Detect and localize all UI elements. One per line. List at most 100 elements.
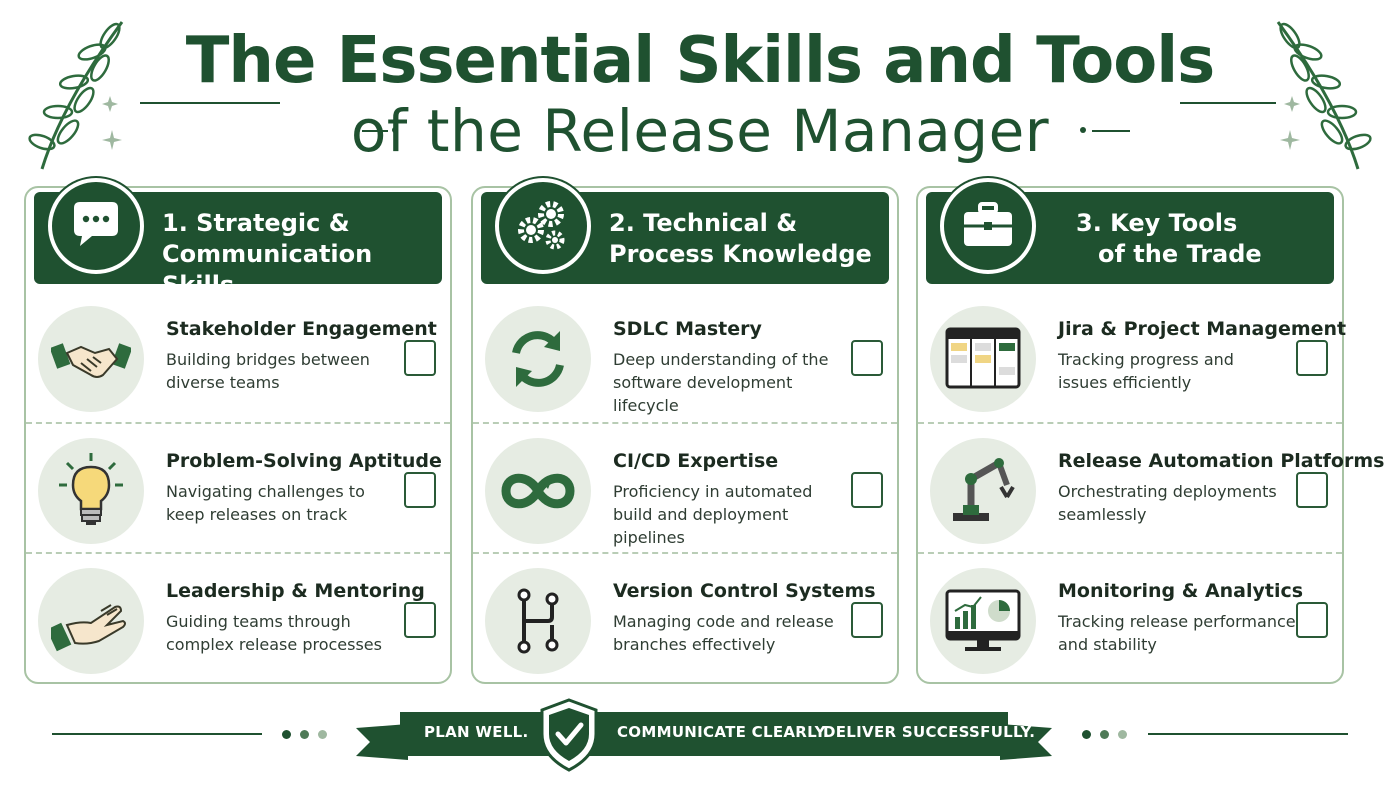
item-description-line: and stability [1058,635,1157,654]
item-description-line: Tracking release performance [1058,612,1296,631]
slogan-ribbon: PLAN WELL. COMMUNICATE CLEARLY. DELIVER … [356,698,1052,772]
page-title: The Essential Skills and Tools [185,24,1216,98]
item-description-line: Navigating challenges to [166,482,365,501]
item-description: Deep understanding of the software devel… [613,348,853,417]
speech-bubble-icon [48,178,144,274]
cycle-arrows-icon [485,306,591,412]
item-description-line: complex release processes [166,635,382,654]
title-dot [392,127,398,133]
footer-dot [282,730,291,739]
list-item: Release Automation Platforms Orchestrati… [918,422,1384,554]
item-description-line: Tracking progress and [1058,350,1234,369]
item-title: Release Automation Platforms [1058,450,1385,472]
footer-divider [52,733,262,735]
panel-heading-line: of the Trade [1098,240,1262,268]
checkbox[interactable] [851,602,883,638]
title-divider [362,130,388,132]
left-laurel-icon [28,21,124,170]
checkbox[interactable] [1296,602,1328,638]
item-description-line: seamlessly [1058,505,1147,524]
title-dot [1080,127,1086,133]
item-description: Building bridges between diverse teams [166,348,386,394]
list-item: Problem-Solving Aptitude Navigating chal… [26,422,450,554]
panel-heading-line: 1. Strategic & [162,209,350,237]
kanban-board-icon [930,306,1036,412]
footer-dot [318,730,327,739]
panel-technical-process: 2. Technical & Process Knowledge SDLC Ma… [471,178,899,684]
item-title: Version Control Systems [613,580,876,602]
item-description: Guiding teams through complex release pr… [166,610,386,656]
item-title: Leadership & Mentoring [166,580,425,602]
lightbulb-icon [38,438,144,544]
item-description-line: Managing code and release [613,612,834,631]
item-description-line: branches effectively [613,635,776,654]
ribbon-tail-right [1000,724,1052,760]
item-description-line: Proficiency in automated [613,482,813,501]
item-description-line: Guiding teams through [166,612,351,631]
item-description: Orchestrating deployments seamlessly [1058,480,1278,526]
footer-divider [1148,733,1348,735]
git-branch-icon [485,568,591,674]
page-subtitle: of the Release Manager [350,97,1050,165]
robot-arm-icon [930,438,1036,544]
ribbon-tail-left [356,724,408,760]
item-description: Navigating challenges to keep releases o… [166,480,386,526]
shield-check-icon [540,698,598,772]
item-description-line: build and deployment pipelines [613,505,789,547]
panel-key-tools: 3. Key Tools of the Trade [916,178,1384,684]
item-description-line: Orchestrating deployments [1058,482,1277,501]
panel-heading-line: Process Knowledge [609,240,872,268]
checkbox[interactable] [404,602,436,638]
item-description-line: diverse teams [166,373,280,392]
checkbox[interactable] [404,340,436,376]
item-description-line: issues efficiently [1058,373,1192,392]
item-title: Problem-Solving Aptitude [166,450,442,472]
list-item: Version Control Systems Managing code an… [473,552,897,684]
infinity-loop-icon [485,438,591,544]
panel-heading: 3. Key Tools of the Trade [1076,208,1356,270]
footer-dot [300,730,309,739]
item-description-line: software development lifecycle [613,373,793,415]
item-title: Stakeholder Engagement [166,318,437,340]
item-description-line: Deep understanding of the [613,350,829,369]
panel-heading-line: 3. Key Tools [1076,209,1238,237]
toolbox-icon [940,178,1036,274]
title-divider [1180,102,1276,104]
item-title: CI/CD Expertise [613,450,779,472]
item-description-line: keep releases on track [166,505,348,524]
footer-dot [1082,730,1091,739]
item-description: Proficiency in automated build and deplo… [613,480,853,549]
item-title: SDLC Mastery [613,318,762,340]
gears-icon [495,178,591,274]
panel-heading: 2. Technical & Process Knowledge [609,208,889,270]
title-divider [1092,130,1130,132]
panel-heading: 1. Strategic & Communication Skills [162,208,442,301]
footer-dot [1100,730,1109,739]
list-item: Monitoring & Analytics Tracking release … [918,552,1342,684]
checkbox[interactable] [1296,340,1328,376]
list-item: Leadership & Mentoring Guiding teams thr… [26,552,450,684]
ribbon-band: PLAN WELL. COMMUNICATE CLEARLY. DELIVER … [400,712,1035,756]
item-description: Tracking progress and issues efficiently [1058,348,1278,394]
item-description-line: Building bridges between [166,350,370,369]
title-divider [140,102,280,104]
monitor-chart-icon [930,568,1036,674]
item-description: Managing code and release branches effec… [613,610,853,656]
sparkle-icon [102,96,122,150]
slogan-text: COMMUNICATE CLEARLY. [617,723,830,741]
slogan-text: PLAN WELL. [424,723,529,741]
footer-dot [1118,730,1127,739]
list-item: SDLC Mastery Deep understanding of the s… [473,292,897,422]
checkbox[interactable] [851,472,883,508]
handshake-icon [38,306,144,412]
panel-strategic-communication: 1. Strategic & Communication Skills Stak… [24,178,452,684]
item-title: Monitoring & Analytics [1058,580,1304,602]
slogan-text: DELIVER SUCCESSFULLY. [823,723,1036,741]
sparkle-icon [1280,96,1300,150]
checkbox[interactable] [1296,472,1328,508]
open-hand-icon [38,568,144,674]
checkbox[interactable] [851,340,883,376]
list-item: Jira & Project Management Tracking progr… [918,292,1346,422]
list-item: Stakeholder Engagement Building bridges … [26,292,450,422]
checkbox[interactable] [404,472,436,508]
